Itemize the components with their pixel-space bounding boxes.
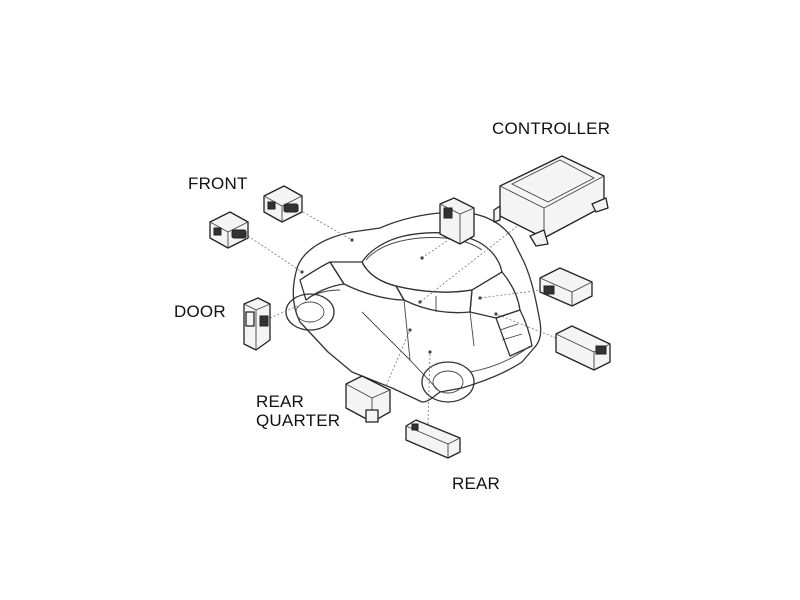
front-sensor-lower <box>209 211 249 249</box>
rear-quarter-sensor <box>345 375 391 423</box>
car-illustration <box>285 211 542 403</box>
label-rear-quarter-line2: QUARTER <box>256 411 341 430</box>
rear-pillar-sensor <box>539 267 593 307</box>
label-rear: REAR <box>452 474 501 493</box>
label-door: DOOR <box>174 302 226 321</box>
door-sensor <box>243 297 271 351</box>
airbag-controller-unit <box>493 155 609 247</box>
rear-side-sensor <box>555 325 611 371</box>
label-front: FRONT <box>188 174 248 193</box>
pillar-sensor <box>439 197 475 245</box>
label-rear-quarter-line1: REAR <box>256 392 305 411</box>
front-sensor-upper <box>263 185 303 223</box>
rear-sensor <box>405 419 461 459</box>
label-controller: CONTROLLER <box>492 119 611 138</box>
